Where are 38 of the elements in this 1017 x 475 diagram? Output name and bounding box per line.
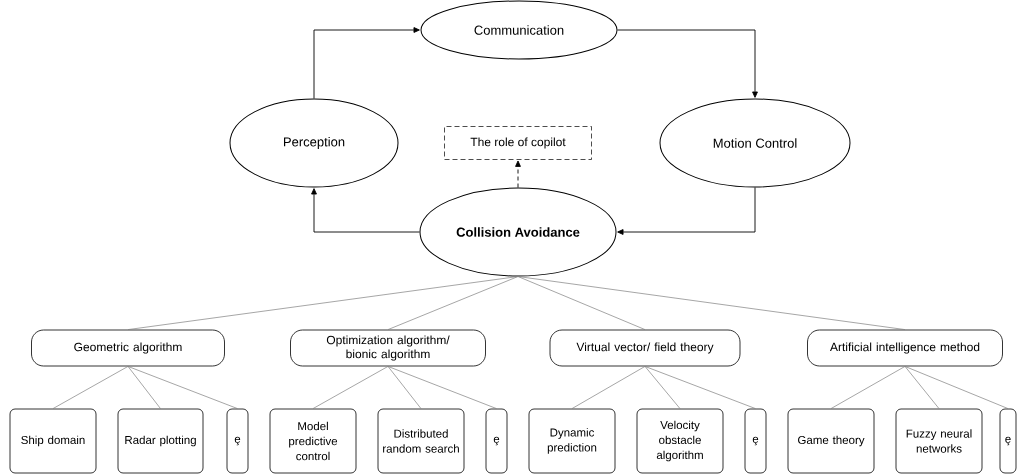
method-box: Game theory bbox=[787, 408, 875, 474]
method-box: Model predictive control bbox=[269, 408, 357, 474]
arrow bbox=[617, 29, 758, 98]
method-box: Distributed random search bbox=[377, 408, 465, 474]
connector-line bbox=[517, 276, 906, 330]
category-box: Virtual vector/ field theory bbox=[549, 329, 741, 367]
connector-line bbox=[517, 276, 646, 330]
arrow bbox=[617, 187, 756, 235]
connector-line bbox=[830, 366, 906, 409]
method-box: ȩ bbox=[999, 408, 1017, 474]
arrow bbox=[515, 160, 521, 188]
method-box: Radar plotting bbox=[117, 408, 204, 474]
method-box: Fuzzy neural networks bbox=[895, 408, 983, 474]
method-box: ȩ bbox=[485, 408, 508, 474]
method-box: ȩ bbox=[226, 408, 249, 474]
connector-line bbox=[904, 366, 940, 409]
connector-line bbox=[52, 366, 129, 409]
connector-line bbox=[644, 366, 756, 409]
method-box: Dynamic prediction bbox=[528, 408, 616, 474]
method-box: ȩ bbox=[744, 408, 767, 474]
connector-line bbox=[312, 366, 389, 409]
connector-line bbox=[571, 366, 646, 409]
connector-line bbox=[904, 366, 1009, 409]
category-box: Geometric algorithm bbox=[31, 329, 225, 367]
method-box: Ship domain bbox=[9, 408, 97, 474]
connector-line bbox=[127, 276, 519, 330]
category-box: Artificial intelligence method bbox=[807, 329, 1003, 367]
connector-line bbox=[387, 366, 422, 409]
category-box: Optimization algorithm/ bionic algorithm bbox=[290, 329, 486, 367]
arrow bbox=[311, 188, 420, 233]
connector-line bbox=[127, 366, 161, 409]
connector-line bbox=[387, 366, 497, 409]
method-box: Velocity obstacle algorithm bbox=[636, 408, 724, 474]
connector-line bbox=[644, 366, 681, 409]
connector-line bbox=[127, 366, 238, 409]
connector-line bbox=[387, 276, 519, 330]
role-box: The role of copilot bbox=[444, 126, 592, 160]
arrow bbox=[313, 27, 420, 99]
